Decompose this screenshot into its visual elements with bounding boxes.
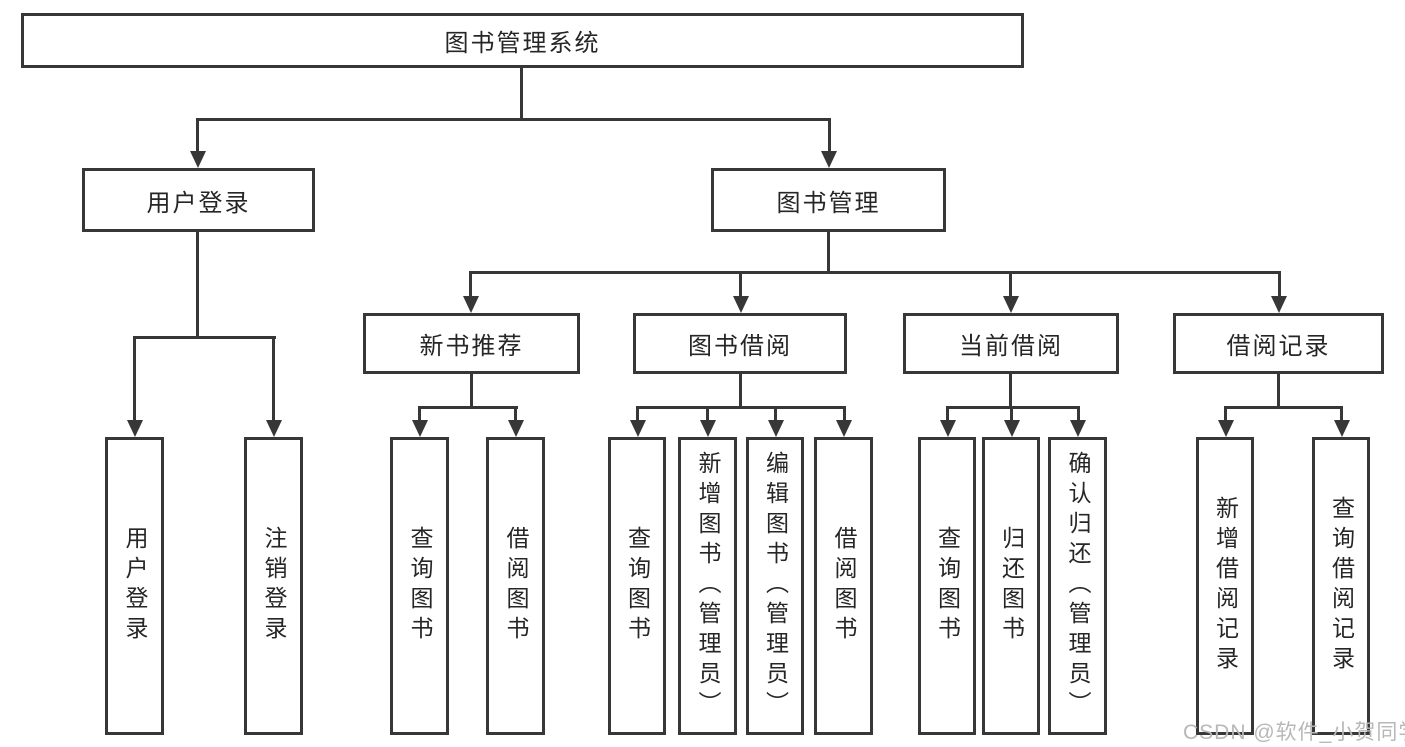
node-new-book-recommend-label: 新书推荐	[419, 333, 524, 360]
connector-line	[636, 406, 846, 409]
connector-line	[133, 336, 136, 422]
leaf-logout: 注销登录	[244, 437, 303, 735]
leaf-add-book-admin: 新增图书（管理员）	[678, 437, 737, 735]
arrowhead-down	[1003, 296, 1019, 313]
node-root-label: 图书管理系统	[444, 30, 601, 57]
leaf-borrow-books-borrowing: 借阅图书	[814, 437, 873, 735]
connector-line	[1010, 406, 1013, 422]
arrowhead-down	[1218, 420, 1234, 437]
arrowhead-down	[412, 420, 428, 437]
arrowhead-down	[768, 420, 784, 437]
leaf-edit-book-admin-label: 编辑图书（管理员）	[762, 451, 789, 721]
connector-line	[196, 118, 199, 154]
leaf-edit-book-admin: 编辑图书（管理员）	[746, 437, 804, 735]
arrowhead-down	[1004, 420, 1020, 437]
leaf-borrow-books-borrowing-label: 借阅图书	[831, 526, 857, 646]
connector-line	[827, 232, 830, 274]
connector-line	[520, 68, 523, 120]
node-user-login: 用户登录	[82, 168, 315, 232]
leaf-query-books-current: 查询图书	[918, 437, 976, 735]
leaf-query-books-borrowing: 查询图书	[608, 437, 666, 735]
connector-line	[1278, 271, 1281, 299]
connector-line	[196, 232, 199, 339]
leaf-query-books-recommend: 查询图书	[390, 437, 449, 735]
connector-line	[418, 406, 421, 422]
connector-line	[1009, 271, 1012, 299]
leaf-logout-label: 注销登录	[261, 526, 287, 646]
connector-line	[418, 406, 518, 409]
connector-line	[1224, 406, 1343, 409]
connector-line	[636, 406, 639, 422]
connector-line	[706, 406, 709, 422]
arrowhead-down	[940, 420, 956, 437]
arrowhead-down	[836, 420, 852, 437]
connector-line	[470, 374, 473, 409]
node-book-borrowing-label: 图书借阅	[688, 333, 792, 360]
leaf-confirm-return-admin: 确认归还（管理员）	[1048, 437, 1107, 735]
arrowhead-down	[1070, 420, 1086, 437]
connector-line	[946, 406, 1080, 409]
arrowhead-down	[127, 420, 143, 437]
connector-line	[1224, 406, 1227, 422]
arrowhead-down	[821, 151, 837, 168]
node-current-borrowing-label: 当前借阅	[959, 333, 1063, 360]
node-current-borrowing: 当前借阅	[903, 313, 1119, 374]
arrowhead-down	[700, 420, 716, 437]
node-user-login-label: 用户登录	[146, 189, 251, 217]
arrowhead-down	[733, 296, 749, 313]
node-book-management: 图书管理	[711, 168, 946, 232]
connector-line	[1009, 374, 1012, 409]
leaf-confirm-return-admin-label: 确认归还（管理员）	[1065, 451, 1091, 721]
arrowhead-down	[266, 420, 282, 437]
leaf-borrow-books-recommend-label: 借阅图书	[503, 526, 529, 646]
leaf-user-login-label: 用户登录	[122, 526, 148, 646]
arrowhead-down	[190, 151, 206, 168]
connector-line	[133, 336, 276, 339]
connector-line	[1277, 374, 1280, 409]
arrowhead-down	[463, 296, 479, 313]
arrowhead-down	[508, 420, 524, 437]
leaf-user-login: 用户登录	[105, 437, 164, 735]
connector-line	[1340, 406, 1343, 422]
arrowhead-down	[630, 420, 646, 437]
leaf-add-borrow-record: 新增借阅记录	[1196, 437, 1254, 735]
connector-line	[843, 406, 846, 422]
connector-line	[946, 406, 949, 422]
arrowhead-down	[1271, 296, 1287, 313]
leaf-query-borrow-record-label: 查询借阅记录	[1328, 496, 1355, 676]
connector-line	[739, 374, 742, 409]
leaf-return-books-label: 归还图书	[998, 526, 1025, 646]
node-new-book-recommend: 新书推荐	[363, 313, 580, 374]
leaf-borrow-books-recommend: 借阅图书	[486, 437, 545, 735]
leaf-query-borrow-record: 查询借阅记录	[1312, 437, 1370, 735]
connector-line	[828, 118, 831, 154]
arrowhead-down	[1334, 420, 1350, 437]
connector-line	[272, 336, 275, 422]
connector-line	[469, 271, 1281, 274]
node-borrowing-records-label: 借阅记录	[1226, 333, 1331, 360]
node-root: 图书管理系统	[21, 13, 1024, 68]
leaf-return-books: 归还图书	[982, 437, 1040, 735]
leaf-query-books-borrowing-label: 查询图书	[624, 526, 651, 646]
leaf-query-books-recommend-label: 查询图书	[407, 526, 433, 646]
connector-line	[514, 406, 517, 422]
connector-line	[774, 406, 777, 422]
leaf-add-book-admin-label: 新增图书（管理员）	[695, 451, 721, 721]
connector-line	[196, 118, 831, 121]
node-borrowing-records: 借阅记录	[1173, 313, 1384, 374]
node-book-management-label: 图书管理	[776, 189, 881, 217]
leaf-add-borrow-record-label: 新增借阅记录	[1212, 496, 1239, 676]
leaf-query-books-current-label: 查询图书	[934, 526, 961, 646]
connector-line	[1077, 406, 1080, 422]
node-book-borrowing: 图书借阅	[633, 313, 847, 374]
watermark-text: CSDN @软件_小贺同学	[1183, 721, 1405, 744]
connector-line	[469, 271, 472, 299]
connector-line	[739, 271, 742, 299]
